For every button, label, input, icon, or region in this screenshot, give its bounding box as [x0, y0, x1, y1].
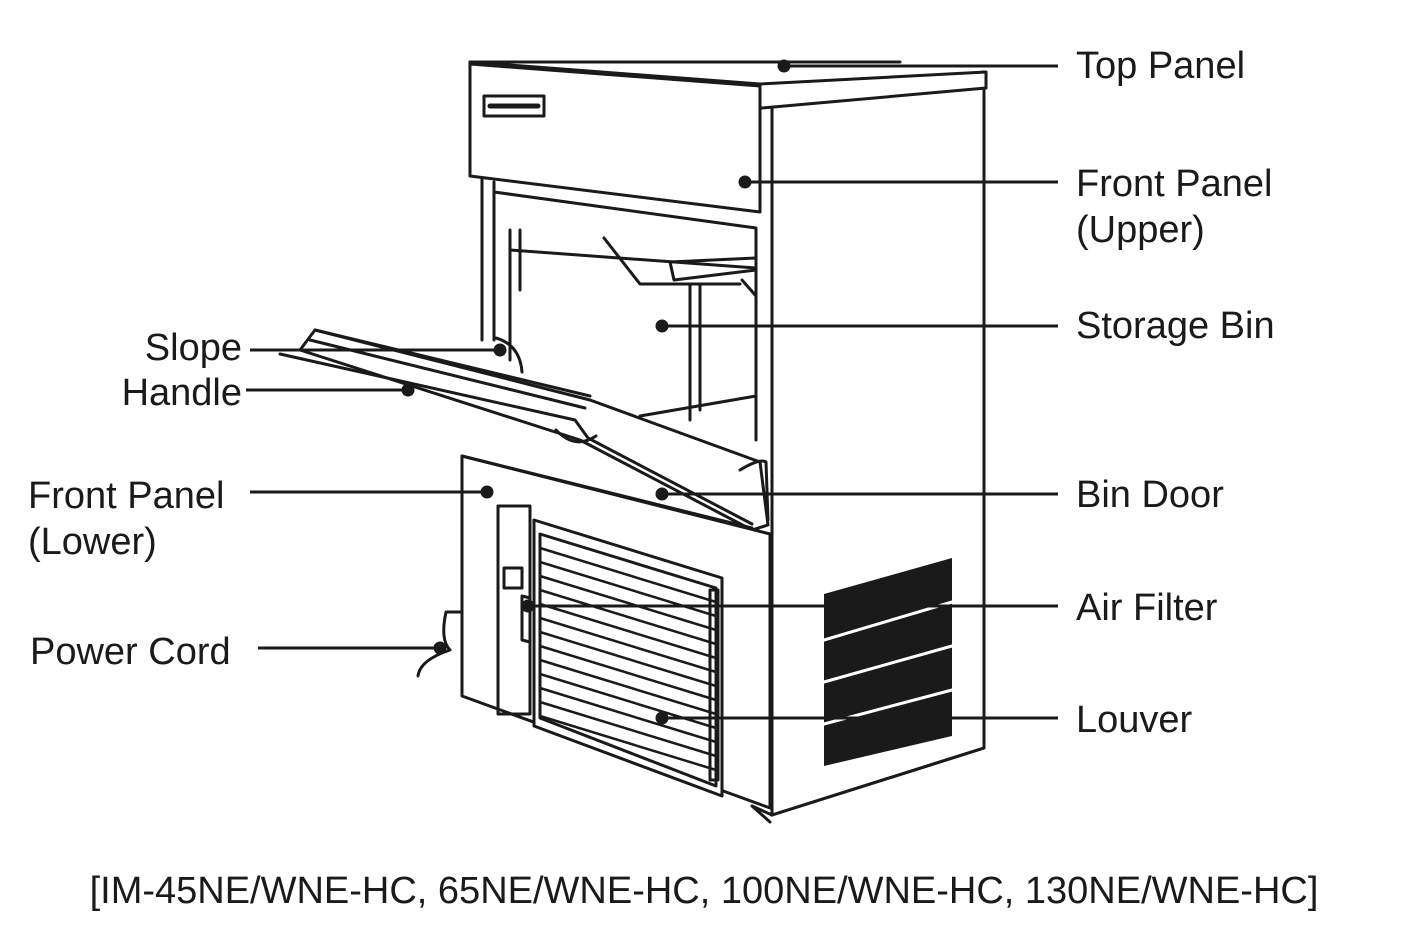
pointer-dot-louver: [655, 711, 669, 725]
label-storage-bin: Storage Bin: [1076, 305, 1275, 347]
air-filter-tab: [520, 594, 532, 644]
pointer-dot-storage-bin: [655, 319, 669, 333]
louver-grille: [532, 518, 724, 798]
pointer-dot-top-panel: [777, 59, 791, 73]
label-air-filter: Air Filter: [1076, 587, 1218, 629]
label-front-panel-upper: Front Panel (Upper): [1076, 163, 1273, 251]
cabinet-base: [750, 746, 986, 824]
label-louver: Louver: [1076, 699, 1193, 741]
label-power-cord: Power Cord: [30, 631, 231, 673]
model-caption: [IM-45NE/WNE-HC, 65NE/WNE-HC, 100NE/WNE-…: [89, 870, 1319, 912]
pointer-dot-power-cord: [433, 641, 447, 655]
pointer-dot-front-panel-upper: [738, 175, 752, 189]
pointer-dot-front-panel-lower: [480, 485, 494, 499]
label-bin-door: Bin Door: [1076, 474, 1224, 516]
storage-bin-interior: [480, 176, 758, 442]
label-slope: Slope: [144, 327, 242, 369]
pointer-dot-air-filter: [521, 599, 535, 613]
label-handle: Handle: [121, 372, 242, 414]
label-top-panel: Top Panel: [1076, 45, 1246, 87]
side-vents: [824, 558, 952, 766]
brand-plate: [482, 94, 546, 118]
pointer-dot-slope: [493, 343, 507, 357]
power-cord: [416, 610, 464, 678]
pointer-dot-handle: [401, 383, 415, 397]
leader-lines: [246, 59, 1058, 725]
pointer-dot-bin-door: [655, 487, 669, 501]
front-panel-upper: [468, 62, 762, 214]
label-front-panel-lower: Front Panel (Lower): [28, 475, 225, 563]
